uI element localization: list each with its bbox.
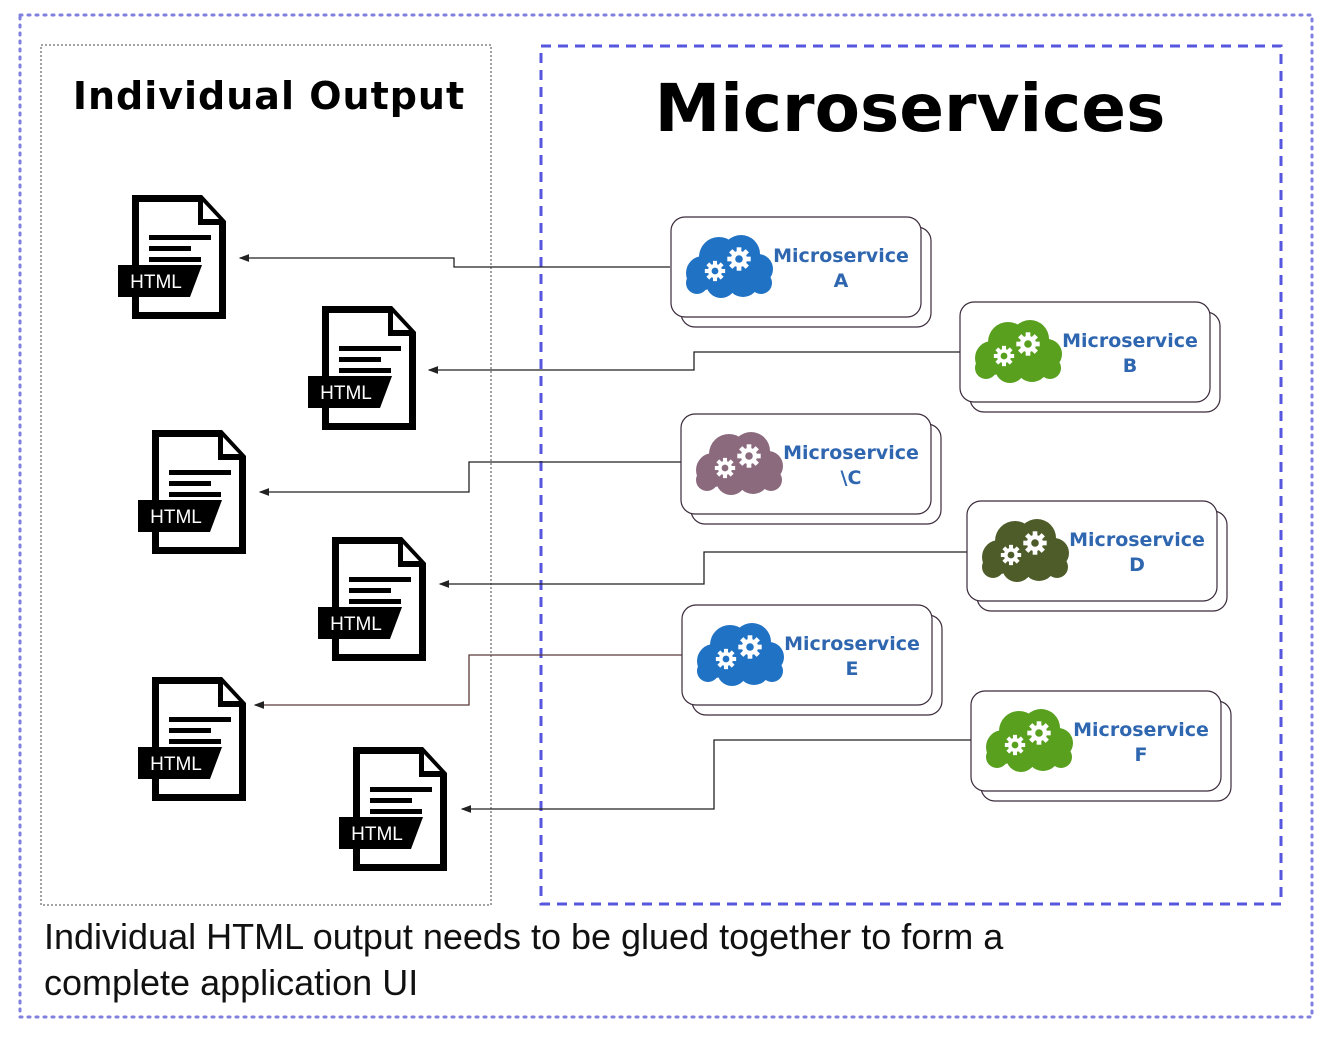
cloud-gear-icon bbox=[975, 320, 1062, 383]
caption-line-1: Individual HTML output needs to be glued… bbox=[44, 916, 1004, 957]
html-badge-label: HTML bbox=[150, 507, 202, 528]
individual-output-title: Individual Output bbox=[72, 74, 466, 118]
document-icon bbox=[332, 537, 426, 661]
html-badge-label: HTML bbox=[330, 614, 382, 635]
cloud-gear-icon bbox=[986, 709, 1073, 772]
caption-line-2: complete application UI bbox=[44, 962, 419, 1003]
microservice-name-label: Microservice bbox=[1073, 719, 1209, 741]
microservices-title: Microservices bbox=[654, 70, 1166, 147]
document-icon bbox=[322, 306, 416, 430]
html-badge bbox=[138, 747, 222, 779]
individual-output-panel bbox=[40, 44, 492, 906]
connector-arrow-b bbox=[427, 351, 960, 374]
html-document-icon: HTML bbox=[118, 195, 226, 319]
cloud-gear-icon bbox=[696, 432, 783, 495]
microservice-card-c: Microservice \C bbox=[680, 413, 942, 525]
connector-arrow-c bbox=[258, 461, 681, 496]
connectors-layer bbox=[238, 254, 971, 813]
document-icon bbox=[152, 430, 246, 554]
microservice-letter-label: F bbox=[1135, 744, 1148, 766]
html-badge-label: HTML bbox=[150, 754, 202, 775]
html-document-icon: HTML bbox=[138, 430, 246, 554]
html-badge bbox=[318, 607, 402, 639]
html-badge bbox=[339, 817, 423, 849]
microservice-letter-label: \C bbox=[841, 467, 862, 489]
connector-arrow-f bbox=[460, 739, 971, 813]
html-badge bbox=[138, 500, 222, 532]
microservice-cards: MicroserviceAMicroserviceBMicroservice\C… bbox=[670, 216, 1232, 802]
microservice-name-label: Microservice bbox=[1069, 529, 1205, 551]
html-document-icon: HTML bbox=[339, 747, 447, 871]
html-document-icon: HTML bbox=[138, 677, 246, 801]
microservice-name-label: Microservice bbox=[783, 442, 919, 464]
document-icon bbox=[353, 747, 447, 871]
html-badge-label: HTML bbox=[351, 824, 403, 845]
microservice-name-label: Microservice bbox=[773, 245, 909, 267]
microservice-name-label: Microservice bbox=[784, 633, 920, 655]
microservice-letter-label: E bbox=[846, 658, 859, 680]
document-icon bbox=[152, 677, 246, 801]
html-document-icon: HTML bbox=[318, 537, 426, 661]
connector-arrow-a bbox=[238, 254, 670, 268]
microservice-letter-label: A bbox=[834, 270, 849, 292]
cloud-gear-icon bbox=[982, 519, 1069, 582]
connector-arrow-d bbox=[438, 551, 967, 588]
outer-frame bbox=[18, 13, 1314, 1019]
cloud-gear-icon bbox=[697, 623, 784, 686]
html-badge bbox=[118, 265, 202, 297]
cloud-gear-icon bbox=[686, 235, 773, 298]
document-icon bbox=[132, 195, 226, 319]
html-document-icon: HTML bbox=[308, 306, 416, 430]
connector-arrow-e bbox=[253, 654, 682, 709]
microservice-letter-label: B bbox=[1123, 355, 1137, 377]
microservice-letter-label: D bbox=[1129, 554, 1145, 576]
html-badge-label: HTML bbox=[130, 272, 182, 293]
diagram-caption: Individual HTML output needs to be glued… bbox=[44, 914, 1224, 1006]
html-badge bbox=[308, 376, 392, 408]
html-badge-label: HTML bbox=[320, 383, 372, 404]
html-documents: HTML HTML HTML HTML HTML HTML bbox=[118, 195, 447, 871]
microservice-name-label: Microservice bbox=[1062, 330, 1198, 352]
